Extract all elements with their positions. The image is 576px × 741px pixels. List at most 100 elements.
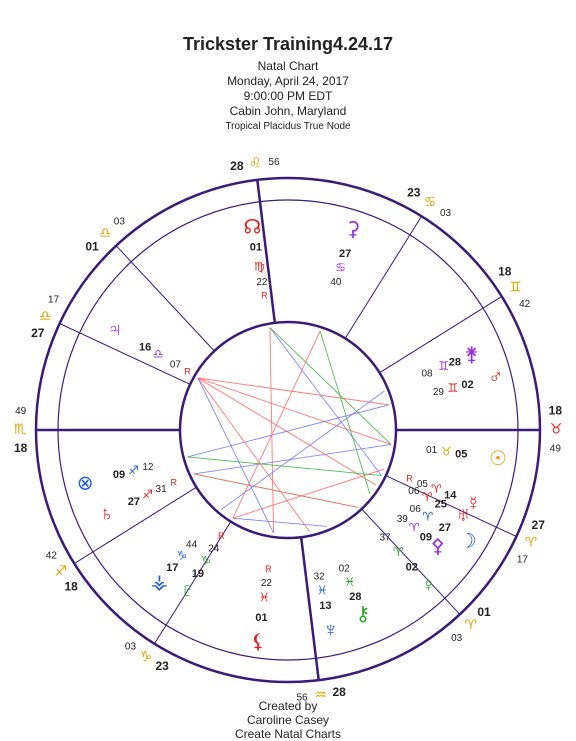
house-cusp-line (385, 475, 517, 537)
planet-degree: 02 (461, 379, 473, 391)
planet-minutes: 37 (379, 532, 391, 543)
aspect-line (197, 377, 389, 406)
planet-sign: ♓ (344, 575, 355, 589)
cusp-minutes: 03 (125, 641, 137, 652)
cusp-degree: 23 (156, 659, 170, 673)
planet-degree: 09 (113, 469, 125, 481)
chart-place: Cabin John, Maryland (229, 104, 347, 118)
planet-minutes: 06 (410, 504, 422, 515)
chart-title: Trickster Training4.24.17 (182, 34, 394, 54)
cusp-sign-glyph: ♒ (314, 687, 327, 703)
planet-degree: 17 (166, 562, 178, 574)
planet-sign: ♈ (423, 510, 434, 524)
cusp-degree: 28 (332, 685, 346, 699)
cusp-degree: 27 (532, 518, 546, 532)
planet-minutes: 39 (397, 514, 409, 525)
planet-degree: 01 (250, 242, 262, 254)
aspect-line (197, 377, 274, 534)
planet-minutes: 12 (142, 462, 154, 473)
aspect-line (319, 330, 371, 495)
planet-degree: 19 (192, 568, 204, 580)
planet-degree: 28 (349, 591, 361, 603)
aspect-line (220, 390, 385, 511)
planet-degree: 02 (406, 561, 418, 573)
cusp-minutes: 03 (451, 633, 463, 644)
planet-sign: ♓ (317, 584, 328, 598)
planet-sign: ♊ (448, 381, 459, 395)
cusp-sign-glyph: ♎ (99, 225, 112, 241)
planet-minutes: 22 (261, 578, 273, 589)
chart-header: Trickster Training4.24.17 Natal Chart Mo… (0, 34, 576, 134)
aspect-line (232, 330, 321, 519)
planet-glyph: ♂ (488, 367, 503, 389)
planet-sign: ♎ (153, 347, 164, 361)
planet-glyph: ♃ (107, 318, 122, 340)
planet-minutes: 05 (417, 479, 429, 490)
planet-glyph: ♀ (421, 574, 436, 596)
cusp-minutes: 03 (114, 216, 126, 227)
retrograde-marker: R (261, 290, 268, 300)
chart-time: 9:00:00 PM EDT (243, 89, 333, 103)
house-cusp-line (154, 521, 232, 644)
house-cusp-line (74, 486, 197, 564)
aspect-line (187, 456, 382, 477)
planet-degree: 01 (255, 612, 267, 624)
cusp-degree: 28 (230, 159, 244, 173)
aspect-line (269, 327, 382, 476)
cusp-minutes: 03 (440, 208, 452, 219)
retrograde-marker: R (406, 473, 413, 483)
cusp-minutes: 42 (519, 299, 531, 310)
planet-glyph: ⚷ (356, 604, 371, 626)
planet-glyph: ⚵ (464, 344, 479, 366)
planet-minutes: 22 (256, 277, 268, 288)
house-cusp-line (115, 245, 215, 352)
planet-degree: 27 (339, 248, 351, 260)
cusp-sign-glyph: ♑ (140, 648, 153, 664)
aspect-line (269, 327, 274, 533)
planet-glyph: ⚳ (346, 219, 361, 241)
planet-glyph: ☽ (459, 531, 477, 553)
cusp-minutes: 42 (46, 550, 58, 561)
cusp-minutes: 49 (15, 406, 27, 417)
aspect-line (197, 377, 392, 445)
cusp-sign-glyph: ♐ (54, 563, 67, 579)
planet-sign: ♓ (259, 591, 270, 605)
cusp-minutes: 17 (517, 555, 529, 566)
planet-glyphs: ☉05♉01☽27♈06☿14♈05R♀02♈37♂02♊29♃16♎07R♄2… (77, 216, 507, 653)
cusp-sign-glyph: ♊ (509, 279, 522, 295)
cusp-degree: 01 (477, 605, 491, 619)
planet-glyph: ⚸ (251, 631, 266, 653)
planet-degree: 27 (439, 522, 451, 534)
planet-degree: 13 (319, 600, 331, 612)
planet-glyph: ☿ (466, 493, 481, 515)
planet-glyph: ♆ (323, 619, 338, 641)
planet-minutes: 06 (408, 486, 420, 497)
footer-author: Caroline Casey (246, 713, 330, 727)
planet-sign: ♈ (422, 490, 433, 504)
retrograde-marker: R (184, 366, 191, 376)
house-cusp-line (379, 296, 502, 374)
aspect-line (232, 517, 327, 527)
cusp-sign-glyph: ♋ (424, 193, 437, 209)
cusp-sign-glyph: ♉ (550, 421, 563, 437)
planet-degree: 09 (420, 532, 432, 544)
chart-date: Monday, April 24, 2017 (227, 74, 349, 88)
planet-sign: ♈ (393, 545, 404, 559)
planet-glyph: ⊗ (77, 473, 94, 495)
planet-glyph: ☊ (244, 216, 262, 238)
cusp-sign-glyph: ♌ (249, 155, 262, 171)
retrograde-marker: R (171, 478, 178, 488)
cusp-degree: 23 (407, 186, 421, 200)
planet-degree: 27 (128, 496, 140, 508)
planet-glyph: ⚴ (430, 535, 445, 557)
footer-created-by: Created by (258, 699, 318, 713)
cusp-degree: 01 (85, 239, 99, 253)
planet-sign: ♍ (254, 260, 265, 274)
cusp-minutes: 17 (48, 295, 60, 306)
planet-minutes: 32 (314, 571, 326, 582)
planet-sign: ♉ (441, 444, 452, 458)
planet-sign: ♋ (335, 260, 346, 274)
inner-ring (178, 320, 398, 540)
planet-minutes: 01 (426, 445, 438, 456)
